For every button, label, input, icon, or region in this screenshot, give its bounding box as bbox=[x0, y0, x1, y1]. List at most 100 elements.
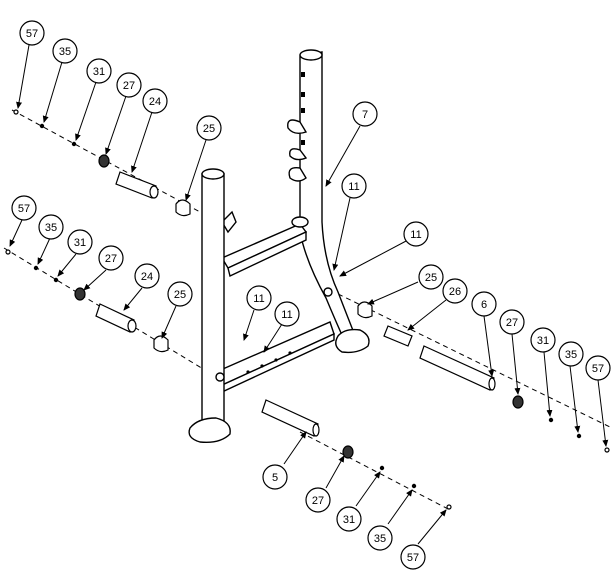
part-57-end-cap bbox=[446, 504, 452, 510]
callout-circle bbox=[52, 38, 78, 64]
callout: 11 bbox=[246, 285, 272, 311]
leader-24-a bbox=[131, 111, 153, 173]
leader-27-a bbox=[105, 95, 127, 155]
crossbar-bracket bbox=[221, 210, 237, 234]
callout: 27 bbox=[116, 72, 142, 98]
lower-crossbar-holes bbox=[246, 351, 292, 374]
part-25-bushing bbox=[175, 199, 191, 217]
front-upright-top bbox=[201, 168, 225, 180]
hole bbox=[301, 108, 305, 113]
callout-circle bbox=[19, 20, 45, 46]
callout-circle bbox=[585, 355, 611, 381]
leader-27-c bbox=[511, 333, 521, 395]
part-35-washer bbox=[411, 483, 417, 489]
rear-upright-top bbox=[299, 49, 323, 61]
leader-25-a bbox=[185, 139, 207, 201]
callout: 11 bbox=[341, 173, 367, 199]
leader-31-b bbox=[57, 253, 77, 277]
callout-circle bbox=[499, 309, 525, 335]
part-27-spacer bbox=[512, 395, 524, 409]
part-31-bolt bbox=[71, 141, 77, 147]
callout: 25 bbox=[196, 115, 222, 141]
rear-upright-holes bbox=[301, 72, 305, 145]
front-base-foot bbox=[188, 417, 231, 444]
callout-label: 25 bbox=[174, 289, 186, 301]
callout: 35 bbox=[38, 214, 64, 240]
leader-57-c bbox=[597, 379, 609, 447]
leader-31-a bbox=[75, 81, 97, 141]
part-25-bushing bbox=[357, 301, 373, 319]
part-24-sleeve bbox=[95, 303, 135, 333]
leader-11-d bbox=[263, 323, 283, 353]
callout: 35 bbox=[558, 341, 584, 367]
leader-35-d bbox=[387, 489, 413, 525]
leader-57-b bbox=[9, 219, 23, 247]
leader-lines bbox=[9, 44, 609, 545]
callout-label: 57 bbox=[26, 28, 38, 40]
leader-5 bbox=[283, 431, 307, 465]
rear-upright-pin-hole bbox=[323, 287, 333, 297]
callout-circle bbox=[400, 544, 426, 570]
callout-label: 24 bbox=[149, 96, 161, 108]
callout-label: 25 bbox=[203, 123, 215, 135]
callout: 31 bbox=[530, 327, 556, 353]
hole bbox=[274, 358, 278, 362]
weight-horn-middle bbox=[289, 148, 308, 161]
leader-27-b bbox=[83, 269, 107, 291]
leader-31-c bbox=[543, 351, 553, 417]
part-31-bolt bbox=[379, 465, 385, 471]
callout-label: 11 bbox=[410, 229, 421, 241]
leader-25-b bbox=[161, 305, 177, 339]
part-57-end-cap bbox=[5, 249, 11, 255]
callout-circle bbox=[116, 72, 142, 98]
lower-crossbar bbox=[215, 321, 335, 387]
callout: 26 bbox=[442, 278, 468, 304]
callout-label: 27 bbox=[105, 253, 117, 265]
hole bbox=[301, 72, 305, 77]
callout-label: 11 bbox=[253, 293, 264, 305]
part-6-pin bbox=[419, 345, 495, 391]
callout-label: 35 bbox=[565, 349, 577, 361]
callout: 35 bbox=[367, 525, 393, 551]
part-35-washer bbox=[576, 433, 582, 439]
hole bbox=[301, 92, 305, 97]
callout: 27 bbox=[499, 309, 525, 335]
part-35-washer bbox=[39, 123, 45, 129]
callout-label: 35 bbox=[374, 533, 386, 545]
leader-6 bbox=[483, 315, 495, 377]
axis-right bbox=[329, 289, 613, 429]
part-24-sleeve-end bbox=[149, 185, 159, 199]
callout-circle bbox=[418, 264, 444, 290]
leader-25-c bbox=[367, 281, 419, 305]
callout-circle bbox=[98, 245, 124, 271]
callout-circle bbox=[305, 487, 331, 513]
weight-horn-lower bbox=[288, 167, 307, 182]
callout-circle bbox=[558, 341, 584, 367]
callout-label: 31 bbox=[537, 335, 549, 347]
callout-circle bbox=[142, 88, 168, 114]
callout: 57 bbox=[400, 544, 426, 570]
callouts: 57 35 31 27 24 25 7 11 11 57 35 31 27 24… bbox=[11, 20, 611, 570]
hardware bbox=[5, 109, 610, 510]
callout-label: 27 bbox=[123, 80, 135, 92]
callout-circle bbox=[196, 115, 222, 141]
hole bbox=[288, 351, 292, 355]
callout-circle bbox=[403, 221, 429, 247]
callout-circle bbox=[471, 291, 497, 317]
callout-circle bbox=[11, 195, 37, 221]
part-35-washer bbox=[33, 265, 39, 271]
callout-label: 31 bbox=[93, 66, 105, 78]
callout: 25 bbox=[418, 264, 444, 290]
callout-label: 11 bbox=[348, 181, 359, 193]
axis-lower-left bbox=[3, 247, 219, 379]
callout: 31 bbox=[336, 506, 362, 532]
callout-label: 7 bbox=[362, 109, 368, 121]
callout-circle bbox=[38, 214, 64, 240]
callout-label: 27 bbox=[312, 495, 324, 507]
leader-24-b bbox=[123, 287, 143, 311]
leader-11-a bbox=[332, 197, 351, 271]
callout-label: 35 bbox=[45, 222, 57, 234]
callout-circle bbox=[67, 229, 93, 255]
callout-label: 35 bbox=[59, 46, 71, 58]
